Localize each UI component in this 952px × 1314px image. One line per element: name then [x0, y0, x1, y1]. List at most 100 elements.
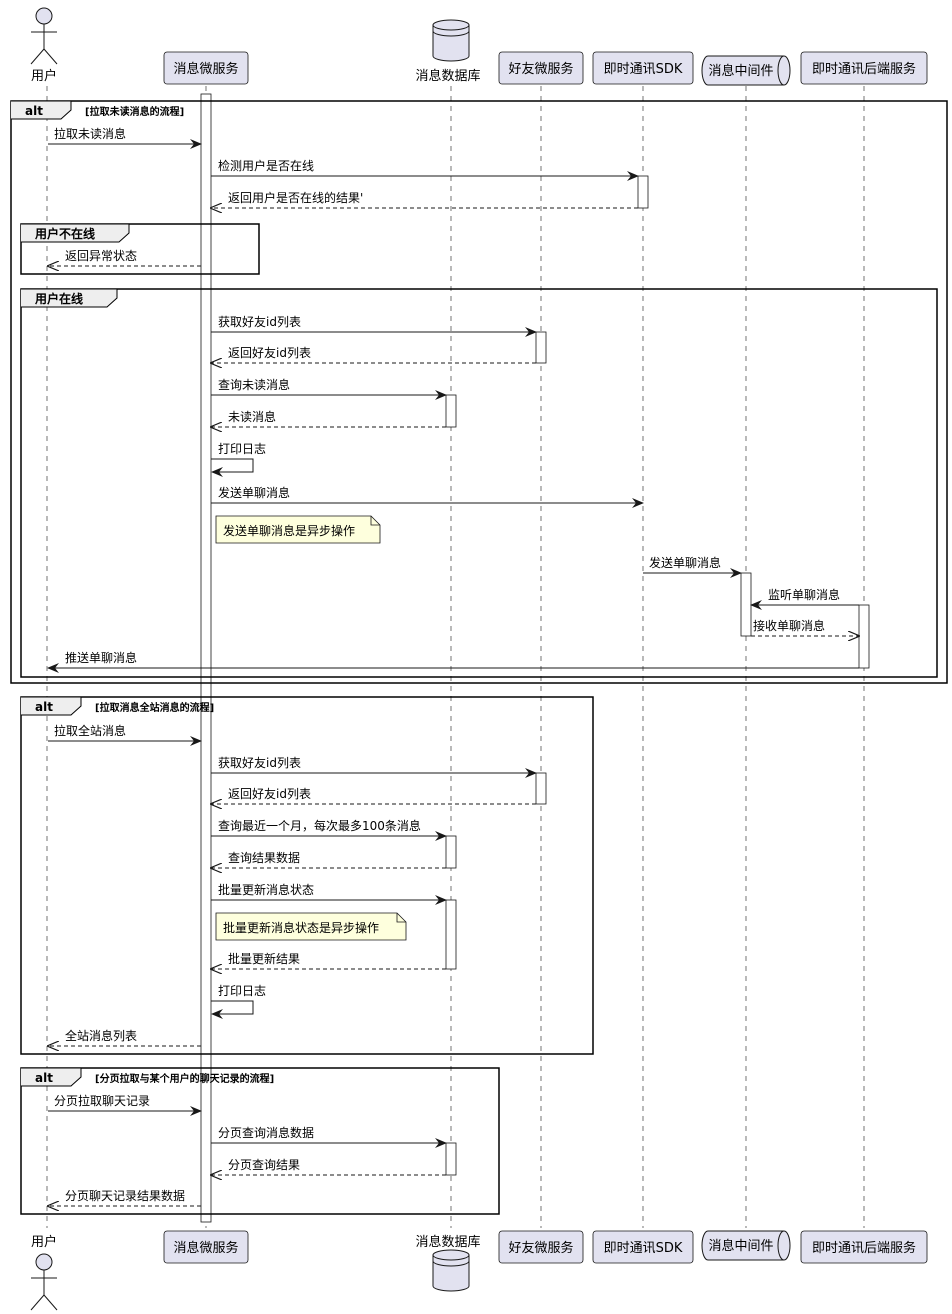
database-top — [432, 19, 470, 31]
message-label: 全站消息列表 — [65, 1028, 137, 1043]
message-arrow: 查询最近一个月，每次最多100条消息 — [211, 818, 447, 841]
message-arrow: 获取好友id列表 — [211, 756, 537, 778]
participant-msgsvc-bottom: 消息微服务 — [163, 1230, 249, 1264]
frame-group: 用户不在线 — [20, 223, 260, 275]
queue-end — [777, 55, 785, 86]
participant-box — [592, 51, 694, 85]
activation-bar — [637, 175, 649, 209]
message-label: 查询最近一个月，每次最多100条消息 — [218, 818, 421, 833]
actor-head — [35, 1253, 53, 1271]
participant-mq-top: 消息中间件 — [701, 55, 791, 86]
message-label: 返回用户是否在线的结果' — [228, 190, 363, 205]
participant-label: 消息中间件 — [708, 63, 773, 79]
participant-label: 用户 — [31, 68, 57, 84]
participant-box — [592, 1230, 694, 1264]
participant-box — [498, 1230, 584, 1264]
message-label: 拉取未读消息 — [54, 126, 126, 141]
frame-tab — [21, 223, 130, 243]
participant-label: 消息数据库 — [415, 68, 480, 84]
activation-bar — [445, 835, 457, 869]
message-label: 返回好友id列表 — [228, 346, 311, 360]
participant-db-top: 消息数据库 — [415, 19, 481, 84]
message-label: 分页查询结果 — [228, 1158, 300, 1172]
note-text: 批量更新消息状态是异步操作 — [223, 920, 379, 935]
frame-title: alt — [35, 700, 53, 714]
message-arrow: 检测用户是否在线 — [211, 158, 639, 181]
activation-bar — [200, 93, 212, 1223]
participant-mq-bottom: 消息中间件 — [701, 1230, 791, 1261]
actor-leg-right — [43, 1294, 58, 1311]
actor-leg-left — [30, 1294, 45, 1311]
message-label: 查询未读消息 — [218, 377, 290, 392]
frame-border — [20, 696, 594, 1055]
message-label: 分页聊天记录结果数据 — [65, 1188, 185, 1203]
message-arrow: 打印日志 — [211, 442, 266, 477]
participant-label: 好友微服务 — [508, 1240, 573, 1256]
message-label: 打印日志 — [218, 442, 266, 456]
frame-tab — [21, 1067, 82, 1087]
message-label: 拉取全站消息 — [54, 723, 126, 738]
frame-tab — [11, 100, 72, 120]
database-body — [432, 25, 470, 62]
frame-border — [20, 288, 938, 678]
message-label: 发送单聊消息 — [649, 555, 721, 570]
participant-msgsvc-top: 消息微服务 — [163, 51, 249, 85]
frame-alt: alt[分页拉取与某个用户的聊天记录的流程] — [20, 1067, 500, 1215]
message-arrow: 打印日志 — [211, 984, 266, 1019]
participant-box — [800, 1230, 928, 1264]
message-label: 检测用户是否在线 — [218, 158, 314, 173]
database-ring — [432, 1260, 470, 1267]
participant-imbackend-top: 即时通讯后端服务 — [800, 51, 928, 85]
message-arrow: 拉取未读消息 — [48, 126, 202, 149]
message-arrow: 返回好友id列表 — [211, 787, 536, 804]
actor-head — [35, 7, 53, 25]
participant-box — [498, 51, 584, 85]
frame-title: 用户不在线 — [34, 226, 95, 241]
message-arrow: 获取好友id列表 — [211, 315, 537, 337]
frame-condition: [拉取消息全站消息的流程] — [95, 701, 214, 714]
message-label: 获取好友id列表 — [218, 756, 301, 770]
note-body — [215, 912, 407, 941]
participant-friend-top: 好友微服务 — [498, 51, 584, 85]
participant-box — [800, 51, 928, 85]
participant-user-top: 用户 — [30, 7, 58, 84]
participant-db-bottom: 消息数据库 — [415, 1234, 481, 1292]
frame-condition: [拉取未读消息的流程] — [85, 105, 184, 118]
activation-bar — [740, 572, 752, 637]
frame-alt: alt [拉取消息全站消息的流程] — [20, 696, 594, 1055]
participant-box — [163, 51, 249, 85]
participant-box — [163, 1230, 249, 1264]
message-label: 批量更新消息状态 — [218, 882, 314, 897]
queue-end — [777, 1230, 785, 1261]
self-message-line — [211, 458, 254, 477]
message-label: 批量更新结果 — [228, 951, 300, 966]
message-arrow: 查询结果数据 — [211, 850, 446, 868]
activation-bar — [445, 899, 457, 970]
frame-tab — [21, 288, 118, 308]
actor-leg-right — [43, 48, 58, 65]
message-label: 返回好友id列表 — [228, 787, 311, 801]
message-arrow: 分页查询结果 — [211, 1158, 446, 1175]
message-label: 返回异常状态 — [65, 249, 137, 263]
message-label: 查询结果数据 — [228, 850, 300, 865]
message-label: 接收单聊消息 — [753, 618, 825, 633]
message-label: 未读消息 — [228, 409, 276, 424]
note: 批量更新消息状态是异步操作 — [215, 912, 407, 941]
frame-title: alt — [35, 1071, 53, 1085]
activation-bar — [535, 772, 547, 805]
message-arrow: 返回异常状态 — [48, 249, 201, 266]
message-label: 分页拉取聊天记录 — [54, 1093, 150, 1108]
message-arrow: 分页拉取聊天记录 — [48, 1093, 202, 1116]
participant-label: 即时通讯后端服务 — [812, 1240, 916, 1256]
message-arrow: 返回好友id列表 — [211, 346, 536, 363]
activation-bar — [445, 394, 457, 428]
frame-title: alt — [25, 104, 43, 118]
message-arrow: 拉取全站消息 — [48, 723, 202, 746]
message-arrow: 监听单聊消息 — [750, 587, 859, 610]
message-arrow: 查询未读消息 — [211, 377, 447, 400]
frame-title: 用户在线 — [34, 291, 83, 306]
participant-friend-bottom: 好友微服务 — [498, 1230, 584, 1264]
note-text: 发送单聊消息是异步操作 — [223, 523, 355, 538]
participant-label: 用户 — [31, 1234, 57, 1250]
